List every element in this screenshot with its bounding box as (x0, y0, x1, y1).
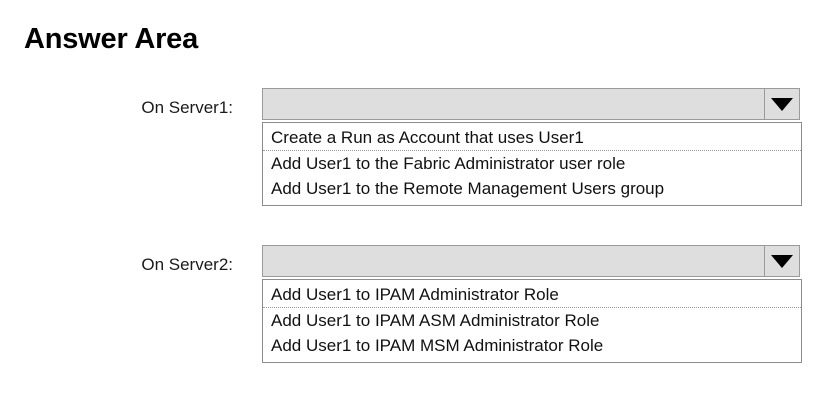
chevron-down-icon (771, 254, 793, 268)
combobox-server2[interactable] (262, 245, 800, 277)
combobox-server1-value[interactable] (263, 89, 764, 119)
combobox-server2-value[interactable] (263, 246, 764, 276)
page-title: Answer Area (24, 23, 199, 55)
combobox-server1[interactable] (262, 88, 800, 120)
list-item[interactable]: Add User1 to IPAM MSM Administrator Role (263, 333, 801, 358)
combobox-server2-arrow-button[interactable] (764, 246, 799, 276)
row-label-server1: On Server1: (141, 98, 233, 117)
list-item[interactable]: Add User1 to the Fabric Administrator us… (263, 151, 801, 176)
row-label-server2: On Server2: (141, 255, 233, 274)
combobox-server2-listbox[interactable]: Add User1 to IPAM Administrator Role Add… (262, 279, 802, 363)
list-item[interactable]: Add User1 to IPAM Administrator Role (263, 282, 801, 308)
chevron-down-icon (771, 97, 793, 111)
list-item[interactable]: Create a Run as Account that uses User1 (263, 125, 801, 151)
combobox-server1-arrow-button[interactable] (764, 89, 799, 119)
list-item[interactable]: Add User1 to IPAM ASM Administrator Role (263, 308, 801, 333)
combobox-server1-listbox[interactable]: Create a Run as Account that uses User1 … (262, 122, 802, 206)
list-item[interactable]: Add User1 to the Remote Management Users… (263, 176, 801, 201)
